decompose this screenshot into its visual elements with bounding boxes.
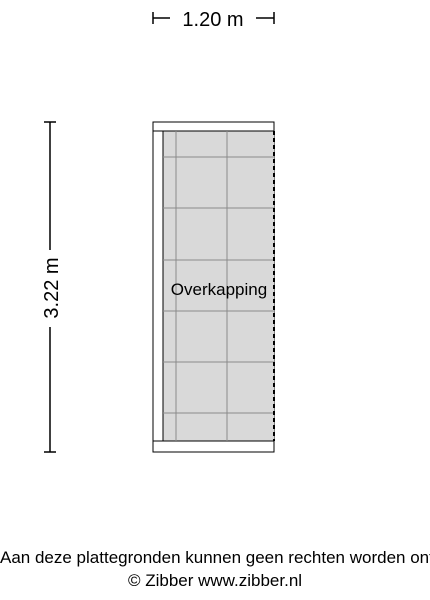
width-dimension: 1.20 m xyxy=(152,9,275,31)
height-dimension-label: 3.22 m xyxy=(41,257,63,318)
height-dimension: 3.22 m xyxy=(41,121,63,453)
disclaimer-label: Aan deze plattegronden kunnen geen recht… xyxy=(0,548,430,567)
room-label: Overkapping xyxy=(171,280,267,299)
room-overkapping: Overkapping xyxy=(152,121,275,453)
disclaimer-text: Aan deze plattegronden kunnen geen recht… xyxy=(0,548,430,568)
copyright-text: © Zibber www.zibber.nl xyxy=(0,571,430,591)
width-dimension-label: 1.20 m xyxy=(182,9,243,31)
copyright-label: © Zibber www.zibber.nl xyxy=(127,571,303,590)
